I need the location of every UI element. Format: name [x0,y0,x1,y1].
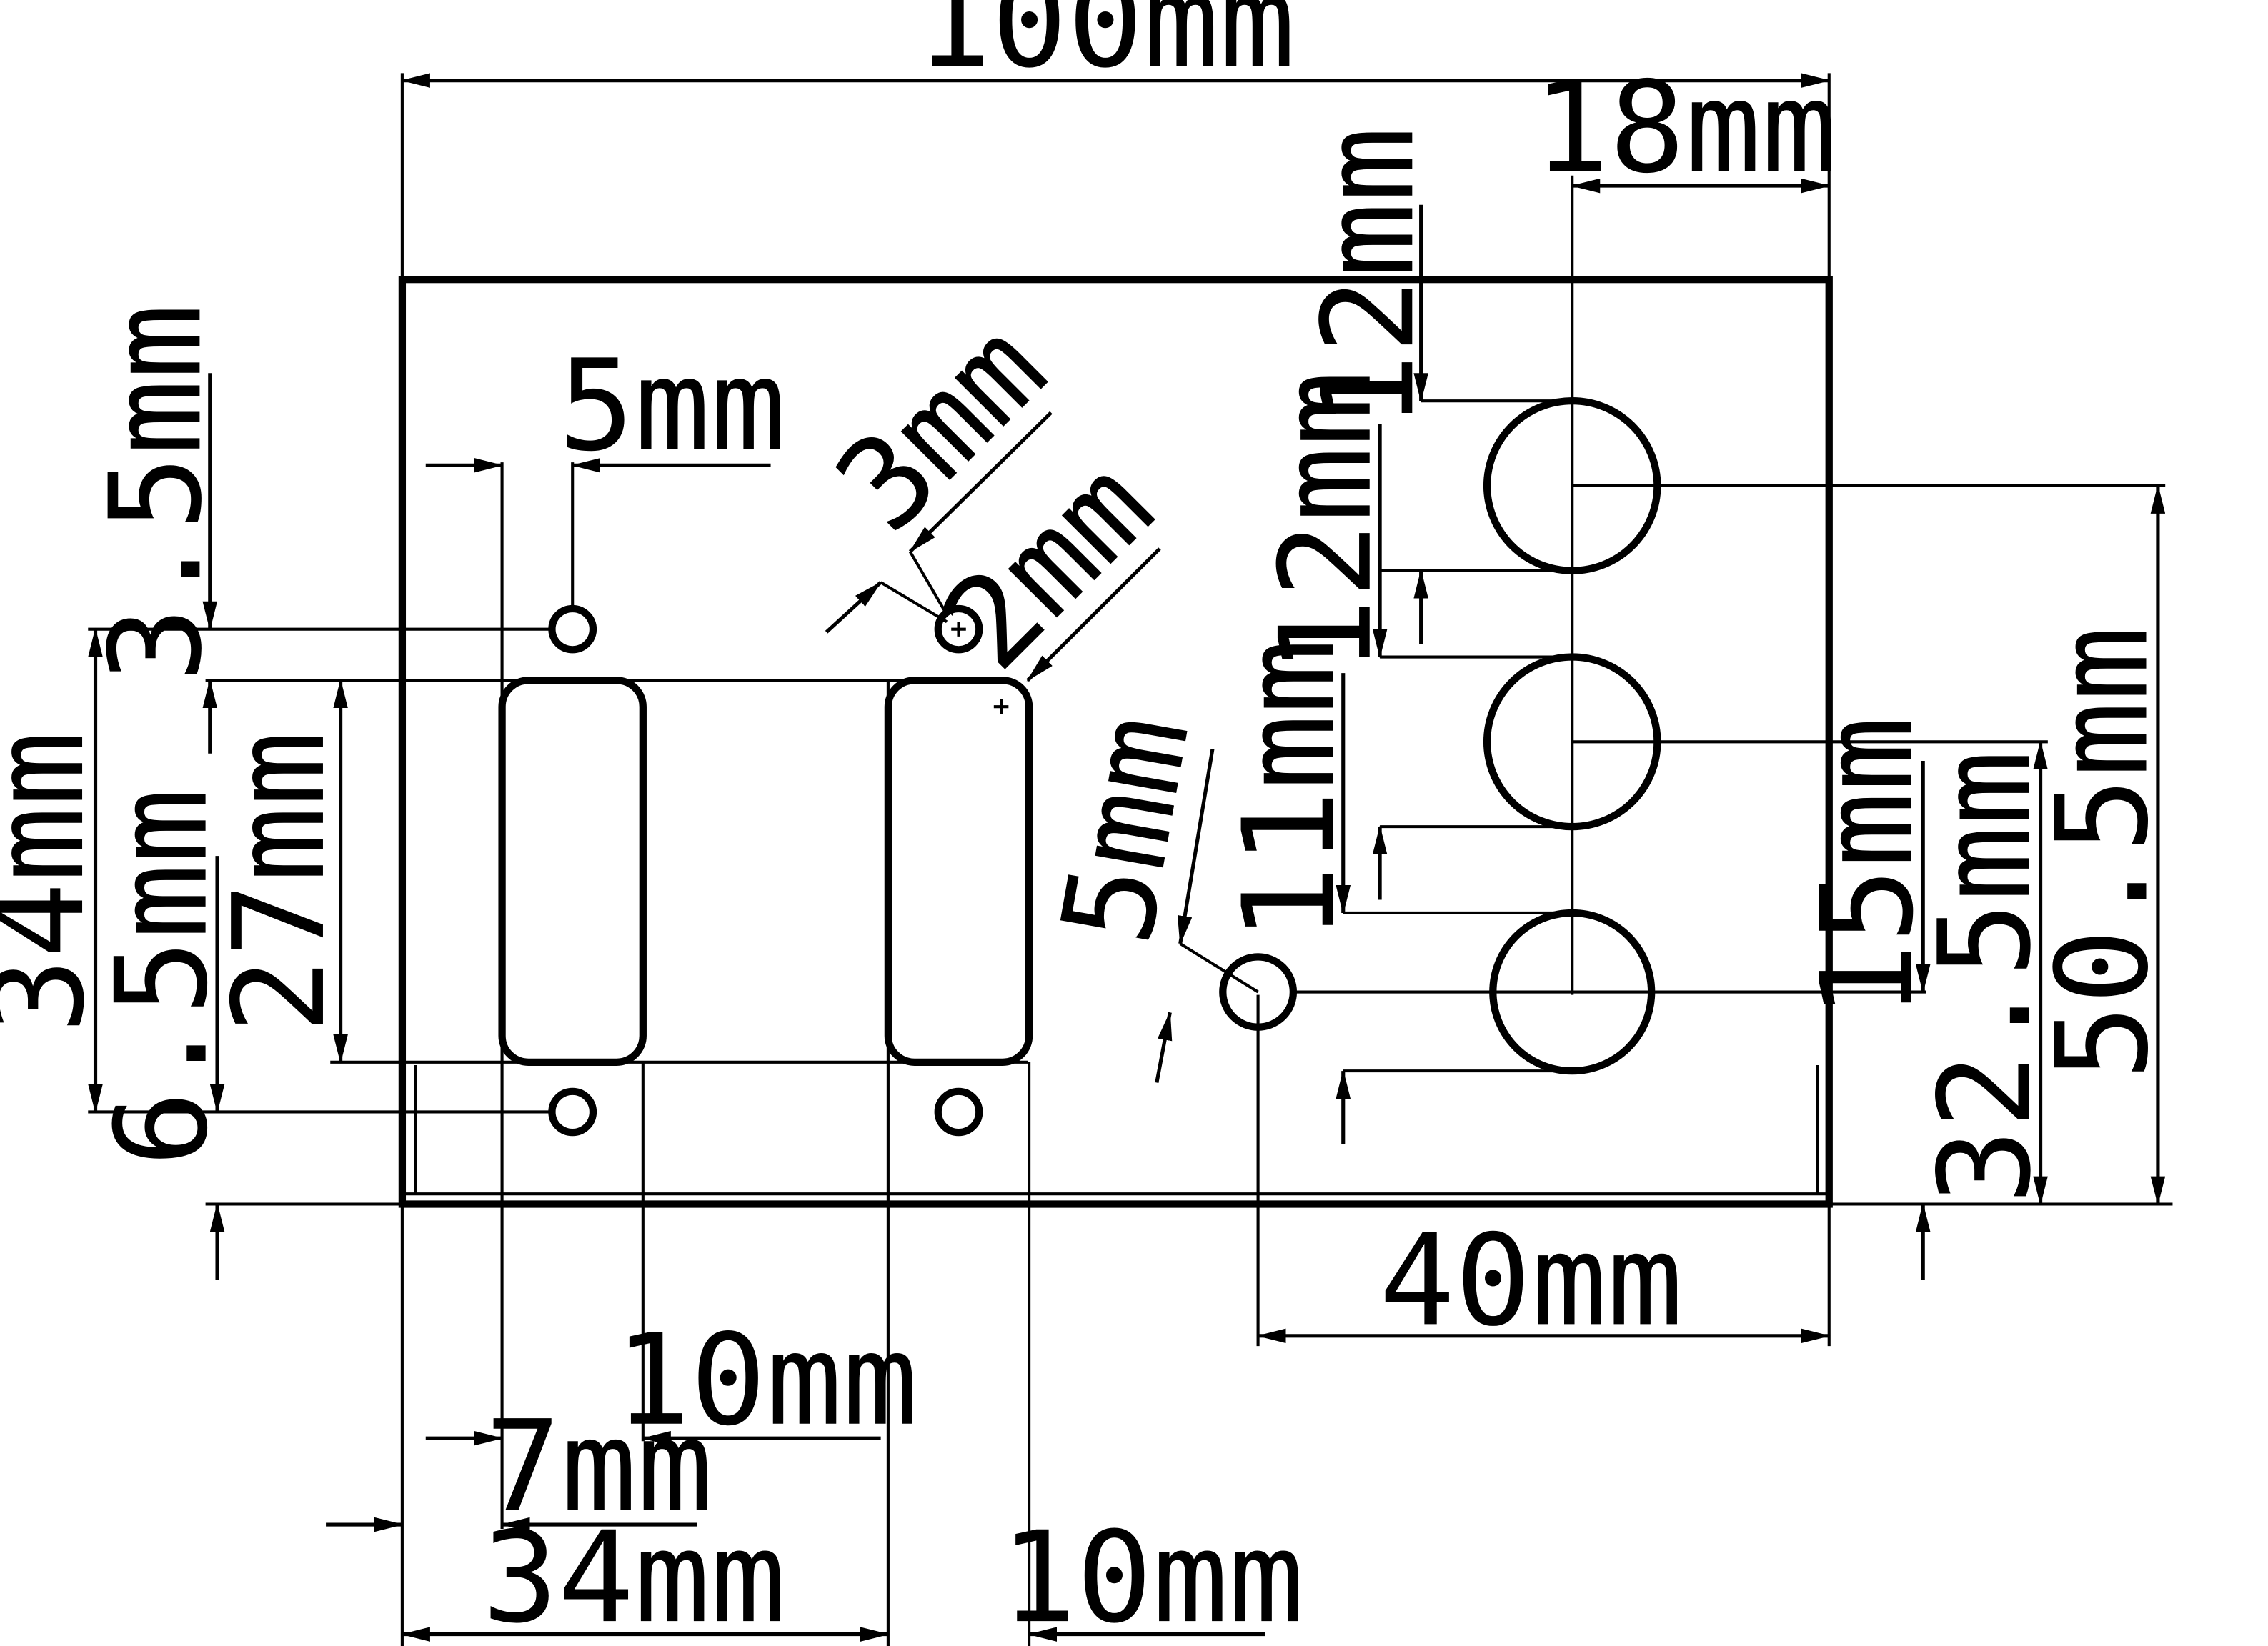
dimension-lines [88,73,2166,1642]
label-slot-left-offset: 7mm [485,1393,713,1540]
label-slot-height: 27mm [206,731,353,1034]
label-jack-spacing: 12mm [1252,371,1399,674]
dim-screw-hole-diameter-a [908,411,1053,553]
dimension-labels: 100mm 18mm 40mm 5mm 10mm 7mm 34mm 10mm 1… [0,0,2177,1646]
label-jack-inset: 18mm [1533,54,1837,201]
dim-corner-radius [1026,547,1161,682]
screw-hole-right-bottom [934,1087,983,1137]
dim-led-diameter-a [1177,749,1215,945]
label-screw-offset: 5mm [558,332,786,479]
label-jack-mid-height: 32.5mm [1911,750,2059,1204]
label-led-center-height: 15mm [1794,716,1941,1019]
label-jack-lower-gap: 11mm [1215,639,1363,942]
label-slot-pitch: 34mm [482,1504,786,1646]
extension-lines [88,73,2173,1646]
label-screw-spacing: 34mm [0,731,112,1034]
dim-led-diameter-b [1155,1011,1173,1083]
screw-hole-left-bottom [548,1087,597,1137]
label-top-screw-gap: 3.5mm [82,304,229,682]
screw-hole-left-top [548,604,597,654]
connector-slot-left [498,677,647,1066]
label-led-to-edge: 40mm [1379,1207,1683,1355]
connector-slot-right [884,677,1033,1066]
screw-hole-right-top [934,604,983,654]
label-panel-width: 100mm [915,0,1295,96]
label-slot-width: 10mm [1000,1504,1304,1646]
label-slot-gap: 10mm [615,1307,918,1454]
label-jack-top-height: 50.5mm [2029,626,2176,1080]
label-slot-bottom-height: 6.5mm [88,788,235,1167]
dim-screw-hole-diameter-b [825,581,882,634]
label-led-diameter: 5mm [1033,704,1218,954]
label-jack-top-gap: 12mm [1295,126,1442,429]
